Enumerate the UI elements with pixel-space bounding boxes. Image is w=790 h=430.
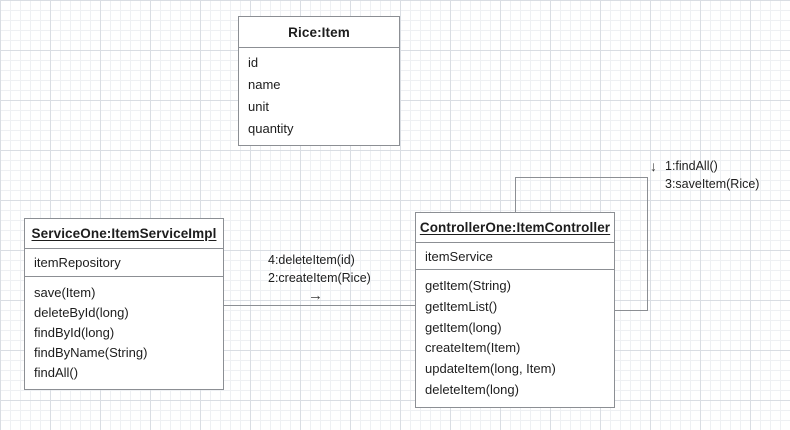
class-title-text: ControllerOne:ItemController xyxy=(419,220,611,235)
connector-label-line: 4:deleteItem(id) xyxy=(268,253,355,267)
method-row: findByName(String) xyxy=(34,344,148,360)
attribute-row: quantity xyxy=(248,120,294,136)
class-box-rice-item[interactable]: Rice:Item id name unit quantity xyxy=(238,16,400,146)
methods-compartment-service-one: save(Item) deleteById(long) findById(lon… xyxy=(25,277,223,389)
attribute-row: id xyxy=(248,55,259,71)
connector-service-to-controller xyxy=(224,305,416,306)
class-title-service-one: ServiceOne:ItemServiceImpl xyxy=(25,219,223,249)
self-loop-direction-arrow-icon: ↓ xyxy=(650,159,657,173)
class-box-controller-one[interactable]: ControllerOne:ItemController itemService… xyxy=(415,212,615,408)
class-title-text: ServiceOne:ItemServiceImpl xyxy=(31,226,217,241)
connector-direction-arrow-icon: → xyxy=(308,288,323,303)
attribute-row: itemRepository xyxy=(34,255,121,270)
methods-compartment-controller-one: getItem(String) getItemList() getItem(lo… xyxy=(416,270,614,407)
connector-label-controller-self-loop: 1:findAll() 3:saveItem(Rice) xyxy=(665,157,759,193)
connector-label-service-to-controller: 4:deleteItem(id) 2:createItem(Rice) xyxy=(268,251,371,287)
attribute-row: unit xyxy=(248,98,269,114)
connector-label-line: 3:saveItem(Rice) xyxy=(665,177,760,191)
attributes-compartment-rice-item: id name unit quantity xyxy=(239,48,399,145)
method-row: createItem(Item) xyxy=(425,340,521,356)
class-box-service-one[interactable]: ServiceOne:ItemServiceImpl itemRepositor… xyxy=(24,218,224,390)
connector-label-line: 2:createItem(Rice) xyxy=(268,271,371,285)
self-loop-right-vertical xyxy=(647,177,648,311)
arrow-down-icon: ↓ xyxy=(650,158,657,174)
attributes-compartment-controller-one: itemService xyxy=(416,243,614,270)
method-row: getItem(long) xyxy=(425,319,502,335)
connector-label-line: 1:findAll() xyxy=(665,159,718,173)
class-title-rice-item: Rice:Item xyxy=(239,17,399,48)
method-row: save(Item) xyxy=(34,284,96,300)
method-row: getItemList() xyxy=(425,298,498,314)
attributes-compartment-service-one: itemRepository xyxy=(25,249,223,277)
attribute-row: itemService xyxy=(425,248,493,264)
self-loop-bottom-horizontal xyxy=(614,310,648,311)
attribute-row: name xyxy=(248,77,281,93)
method-row: findById(long) xyxy=(34,324,115,340)
method-row: deleteItem(long) xyxy=(425,382,519,398)
self-loop-left-vertical xyxy=(515,177,516,212)
self-loop-top-horizontal xyxy=(515,177,648,178)
class-title-text: Rice:Item xyxy=(288,24,350,40)
arrow-right-icon: → xyxy=(308,287,323,304)
method-row: deleteById(long) xyxy=(34,304,129,320)
method-row: updateItem(long, Item) xyxy=(425,361,556,377)
method-row: findAll() xyxy=(34,364,79,380)
method-row: getItem(String) xyxy=(425,277,511,293)
class-title-controller-one: ControllerOne:ItemController xyxy=(416,213,614,243)
